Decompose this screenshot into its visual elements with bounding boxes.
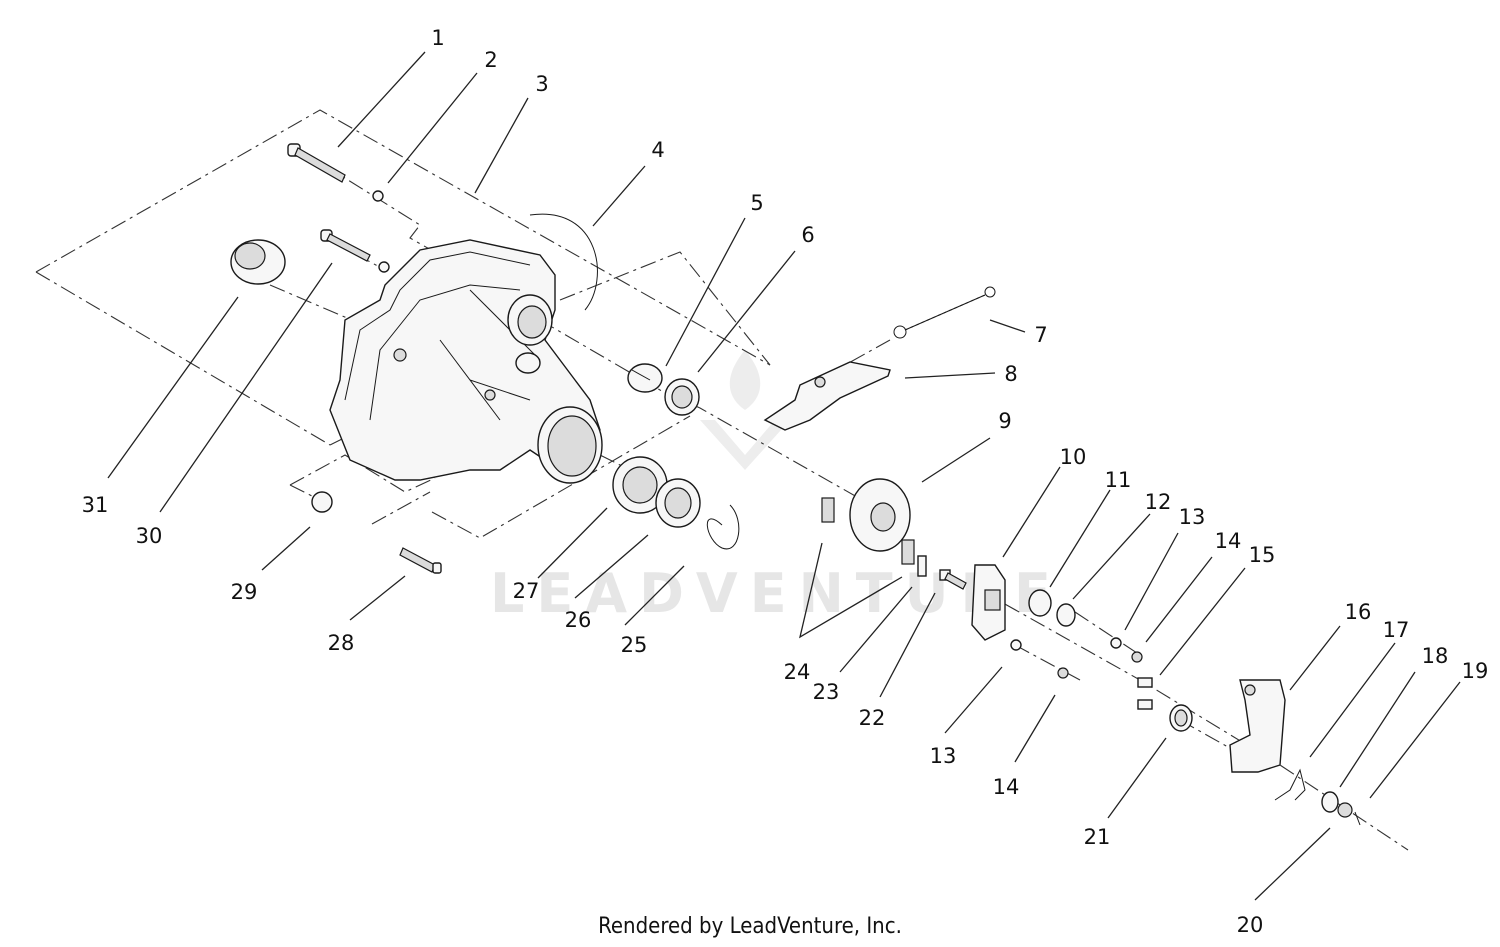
part-spring-17 — [1274, 768, 1306, 801]
callout-13-top[interactable]: 13 — [1179, 505, 1206, 529]
watermark-logo-icon — [700, 420, 790, 470]
callout-16[interactable]: 16 — [1345, 600, 1372, 624]
part-plug-29 — [311, 491, 333, 513]
part-key-24b — [901, 539, 915, 565]
callout-2[interactable]: 2 — [484, 48, 497, 72]
assembly-lines — [35, 109, 1409, 851]
callout-4[interactable]: 4 — [651, 138, 664, 162]
part-washer-2 — [372, 190, 384, 202]
watermark-flame-icon — [729, 350, 761, 410]
part-nut-14b — [1057, 667, 1069, 679]
callout-20[interactable]: 20 — [1237, 913, 1264, 937]
part-bolt-28 — [399, 547, 442, 574]
part-snap-ring-25 — [706, 504, 740, 550]
callout-28[interactable]: 28 — [328, 631, 355, 655]
callout-6[interactable]: 6 — [801, 223, 814, 247]
callout-26[interactable]: 26 — [565, 608, 592, 632]
callout-29[interactable]: 29 — [231, 580, 258, 604]
part-washer-12 — [1056, 603, 1076, 627]
part-seal-26 — [655, 478, 701, 528]
callout-13-bottom[interactable]: 13 — [930, 744, 957, 768]
part-key-24a — [821, 497, 835, 523]
part-washer-13b — [1010, 639, 1022, 651]
callout-3[interactable]: 3 — [535, 72, 548, 96]
callout-9[interactable]: 9 — [998, 409, 1011, 433]
callout-8[interactable]: 8 — [1004, 362, 1017, 386]
part-key-23 — [917, 555, 927, 577]
callout-30[interactable]: 30 — [136, 524, 163, 548]
part-washer-18 — [1321, 791, 1339, 813]
callout-11[interactable]: 11 — [1105, 468, 1132, 492]
callout-25[interactable]: 25 — [621, 633, 648, 657]
part-bolt-1 — [287, 143, 346, 183]
callout-7[interactable]: 7 — [1034, 323, 1047, 347]
part-bushing-31 — [230, 239, 286, 285]
part-washer — [378, 261, 390, 273]
part-cotter-19 — [1354, 811, 1361, 826]
callout-12[interactable]: 12 — [1145, 490, 1172, 514]
part-bolt-30 — [320, 229, 371, 262]
part-seal-6 — [664, 378, 700, 416]
part-pulley-9 — [849, 478, 911, 552]
callout-21[interactable]: 21 — [1084, 825, 1111, 849]
callouts: 1 2 3 4 5 6 7 8 9 10 11 12 13 14 15 16 1… — [82, 26, 1489, 937]
watermark-text: LEADVENTURE — [490, 562, 1063, 625]
callout-23[interactable]: 23 — [813, 680, 840, 704]
part-spacer-11 — [1028, 589, 1052, 617]
part-spring-7 — [893, 286, 996, 339]
callout-24[interactable]: 24 — [784, 660, 811, 684]
part-pin — [1137, 699, 1153, 710]
callout-5[interactable]: 5 — [750, 191, 763, 215]
callout-22[interactable]: 22 — [859, 706, 886, 730]
leader-lines — [107, 51, 1461, 901]
part-bracket-8 — [763, 361, 891, 431]
callout-17[interactable]: 17 — [1383, 618, 1410, 642]
part-nut-20 — [1337, 802, 1353, 818]
part-needle-bearing-5 — [627, 363, 663, 393]
part-block-10 — [971, 564, 1006, 641]
part-housing — [329, 213, 603, 484]
footer-credit: Rendered by LeadVenture, Inc. — [598, 914, 902, 939]
part-washer-13a — [1110, 637, 1122, 649]
part-lever-16 — [1229, 679, 1286, 773]
part-bearing-27 — [612, 456, 668, 514]
callout-1[interactable]: 1 — [431, 26, 444, 50]
callout-14-bottom[interactable]: 14 — [993, 775, 1020, 799]
part-pin-15 — [1137, 677, 1153, 688]
part-bolt-22 — [939, 569, 967, 590]
callout-31[interactable]: 31 — [82, 493, 109, 517]
callout-10[interactable]: 10 — [1060, 445, 1087, 469]
callout-27[interactable]: 27 — [513, 579, 540, 603]
watermark: LEADVENTURE — [490, 350, 1063, 625]
callout-15[interactable]: 15 — [1249, 543, 1276, 567]
callout-19[interactable]: 19 — [1462, 659, 1489, 683]
part-nut-14a — [1131, 651, 1143, 663]
part-spring-21 — [1169, 704, 1193, 732]
callout-18[interactable]: 18 — [1422, 644, 1449, 668]
callout-14-top[interactable]: 14 — [1215, 529, 1242, 553]
